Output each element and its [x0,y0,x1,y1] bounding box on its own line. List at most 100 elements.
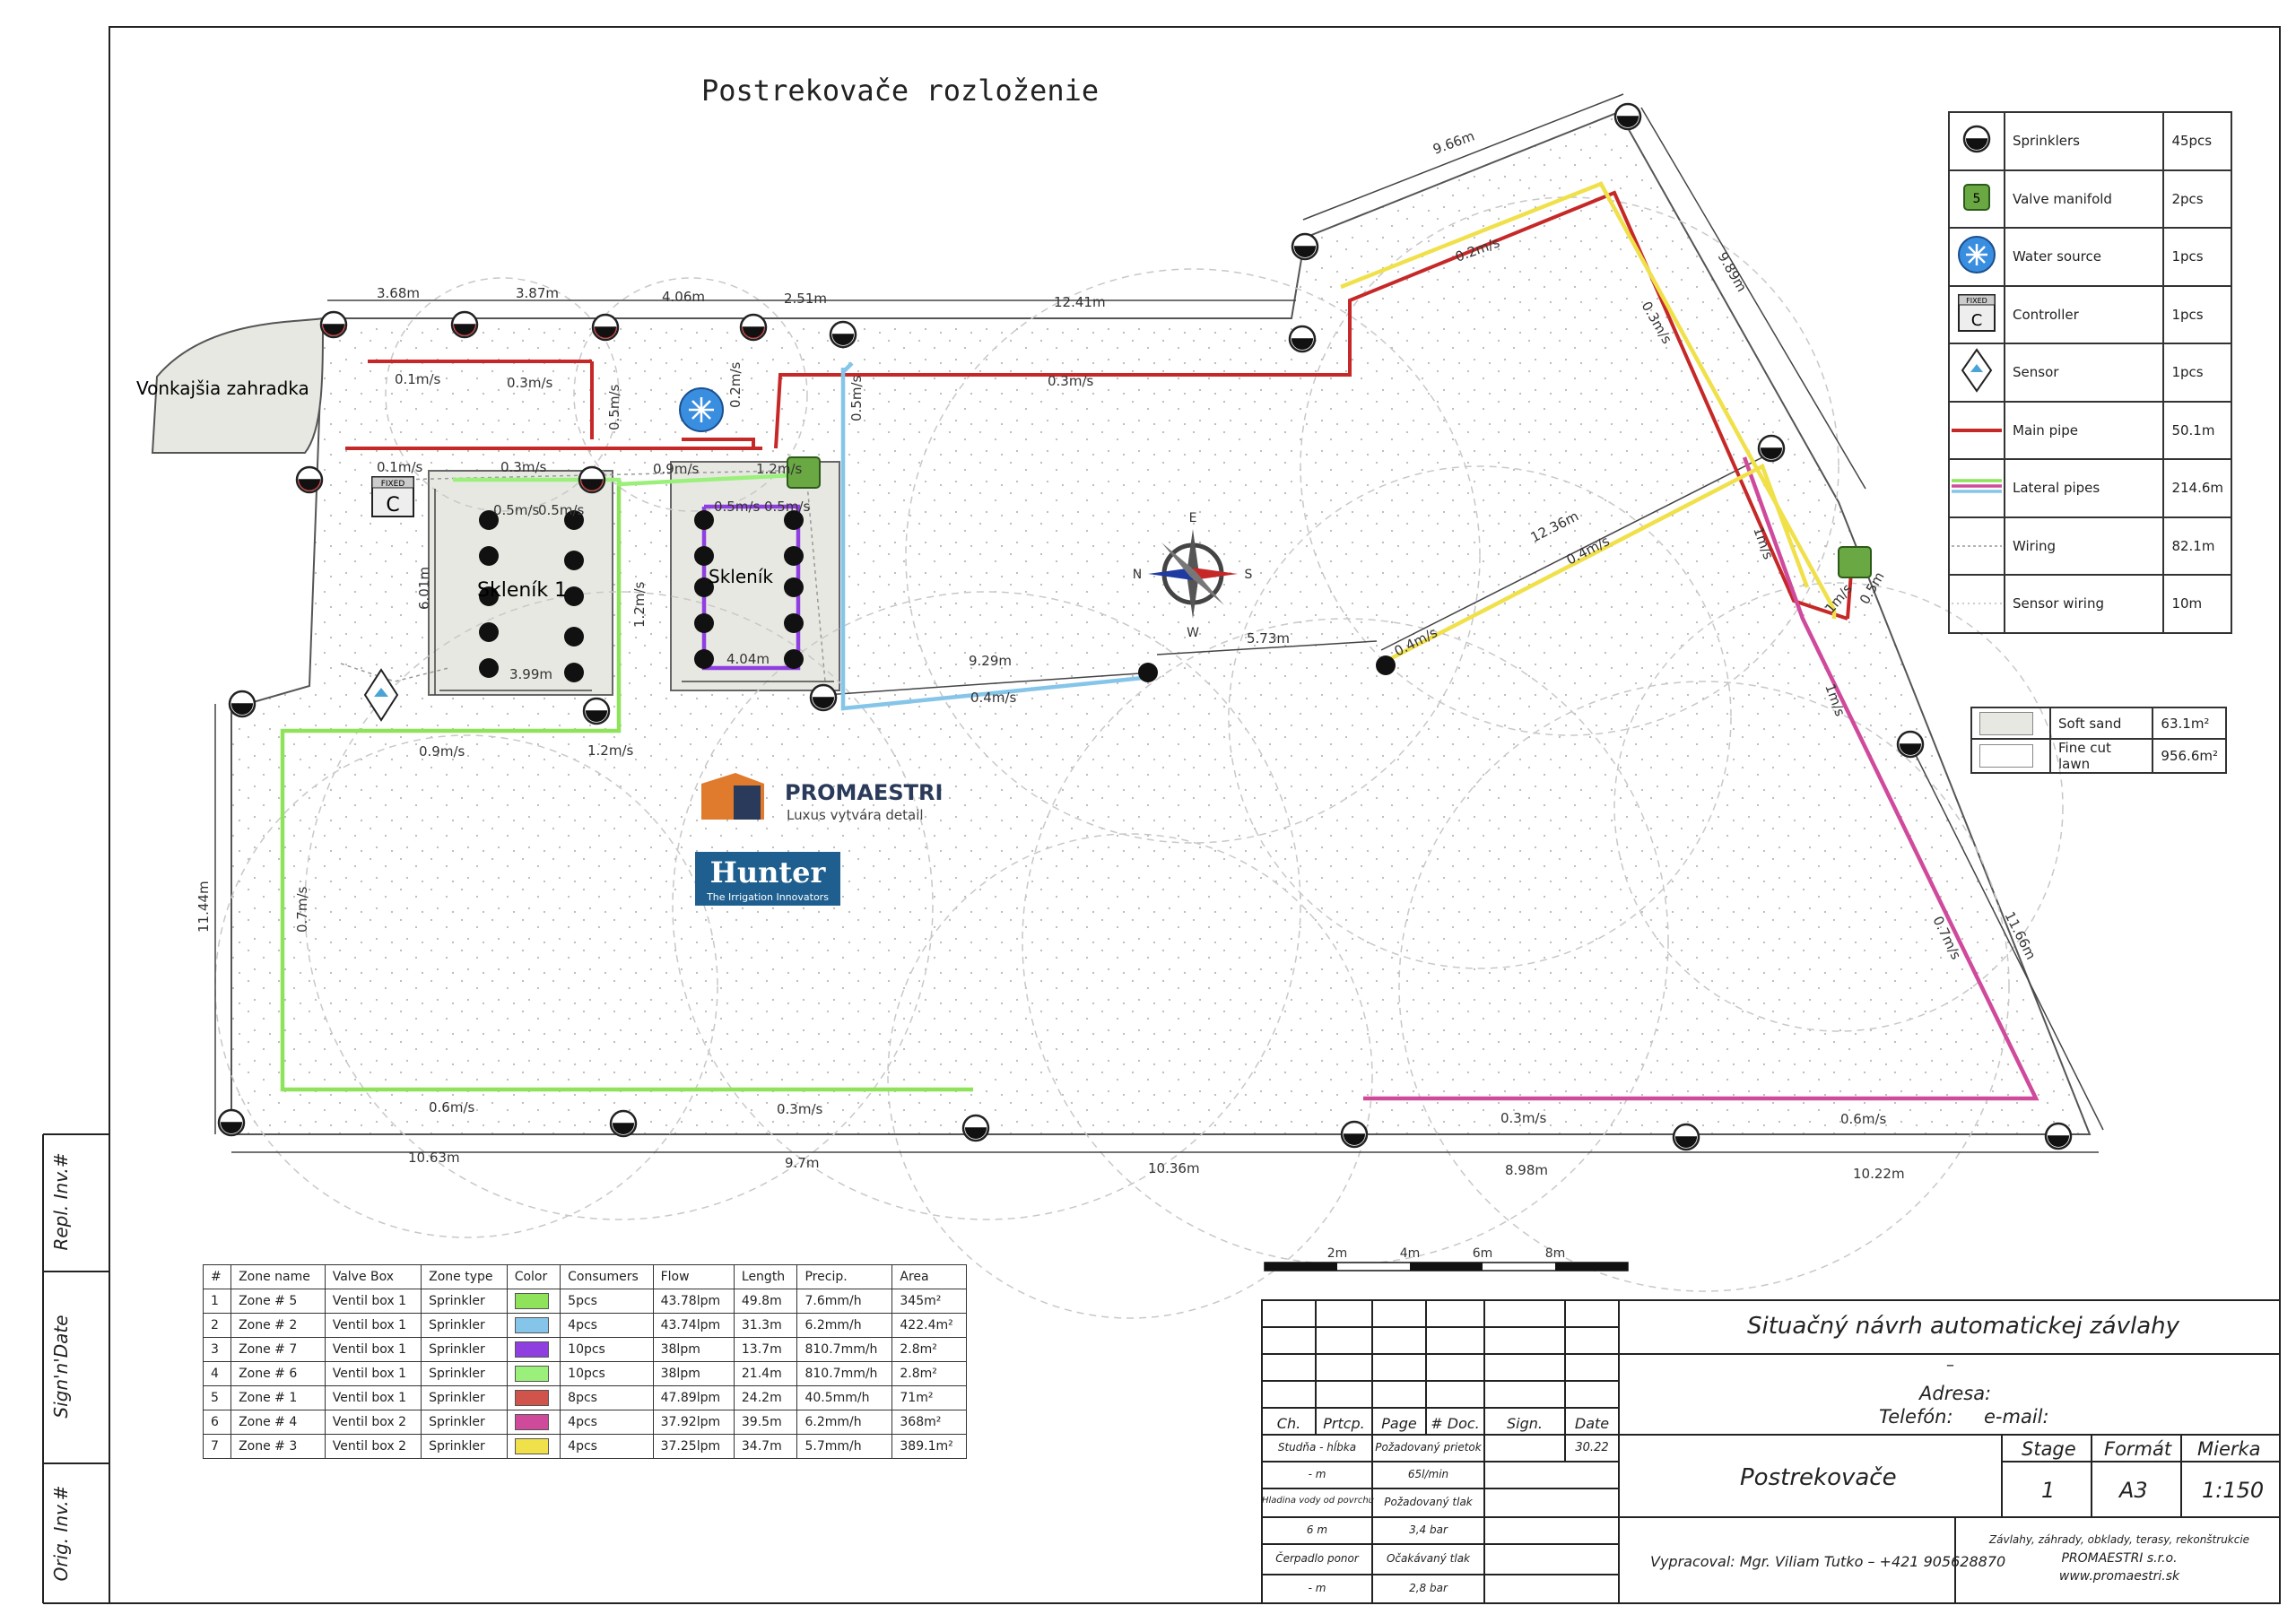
valve-manifold-icon: 5 [1963,183,1990,211]
svg-text:12.41m: 12.41m [1054,294,1106,310]
scale-bar: 2m 4m 6m 8m [1264,1246,1629,1271]
compass-rose: E S N W [1133,511,1253,640]
zones-header: Length [733,1264,798,1289]
zone-cell-consumers: 4pcs [560,1410,654,1435]
svg-text:11.44m: 11.44m [196,881,212,933]
svg-text:6.01m: 6.01m [416,567,432,610]
svg-text:3.87m: 3.87m [516,285,559,301]
title-block-grid [1261,1299,2281,1604]
title-dash: – [1946,1356,1954,1375]
zone-cell-consumers: 4pcs [560,1313,654,1338]
zone-cell-name: Zone # 1 [230,1385,326,1410]
svg-text:4m: 4m [1400,1246,1421,1261]
zone-cell-name: Zone # 2 [230,1313,326,1338]
legend-table: Sprinklers 45pcs 5 Valve manifold 2pcs W… [1948,111,2232,634]
zone-cell-area: 2.8m² [891,1337,967,1362]
svg-text:0.3m/s: 0.3m/s [1500,1110,1547,1126]
info-cell-left: 6 m [1306,1523,1328,1536]
info-cell-mid: Očakávaný tlak [1386,1552,1471,1565]
legend-qty: 82.1m [2162,516,2232,576]
surface-row: Soft sand 63.1m² [1970,707,2227,740]
zones-header: Valve Box [324,1264,422,1289]
svg-text:0.5m/s: 0.5m/s [848,375,865,421]
greenhouse-1 [428,470,613,696]
info-cell-date: 30.22 [1575,1441,1609,1454]
zone-cell-name: Zone # 3 [230,1434,326,1459]
surface-label: Soft sand [2048,707,2154,740]
svg-text:0.5m/s: 0.5m/s [764,499,811,515]
dimension-lines [214,93,2104,1153]
format-value: A3 [2119,1478,2148,1503]
author-line: Vypracoval: Mgr. Viliam Tutko – +421 905… [1650,1553,2006,1570]
sprinkler-icon [1962,126,1991,153]
zone-cell-area: 368m² [891,1410,967,1435]
zone-color-cell [506,1434,561,1459]
zone-cell-area: 345m² [891,1289,967,1314]
zone-color-swatch [514,1317,549,1333]
zone-cell-type: Sprinkler [421,1385,508,1410]
zones-table: # Zone name Valve Box Zone type Color Co… [202,1264,967,1459]
svg-text:5.73m: 5.73m [1247,630,1290,647]
zone-color-cell [506,1337,561,1362]
svg-text:Luxus vytvára detail: Luxus vytvára detail [787,807,924,823]
svg-text:1.2m/s: 1.2m/s [631,581,648,628]
zone-color-cell [506,1289,561,1314]
svg-text:10.36m: 10.36m [1148,1160,1200,1176]
company-line-1: Závlahy, záhrady, obklady, terasy, rekon… [1988,1533,2250,1546]
svg-text:9.89m: 9.89m [1715,249,1751,295]
repl-inv-label: Repl. Inv.# [50,1152,72,1251]
lateral-pipes [280,181,2039,1101]
svg-text:0.5m/s: 0.5m/s [493,502,540,518]
controller-icon: FIXED C [371,476,414,517]
legend-qty: 45pcs [2162,111,2232,171]
zone-color-swatch [514,1293,549,1309]
zone-cell-area: 2.8m² [891,1361,967,1386]
zone-color-cell [506,1385,561,1410]
zones-header: Zone type [421,1264,508,1289]
sensor-icon [1961,348,1993,394]
zone-cell-length: 21.4m [733,1361,798,1386]
zone-cell-name: Zone # 4 [230,1410,326,1435]
zone-cell-flow: 43.78lpm [652,1289,735,1314]
promaestri-logo: PROMAESTRI Luxus vytvára detail [701,773,943,823]
greenhouse-1-label: Skleník 1 [477,579,567,602]
surface-label: Fine cut lawn [2048,738,2154,774]
svg-text:FIXED: FIXED [381,480,405,489]
svg-text:C: C [1971,311,1983,330]
zone-cell-type: Sprinkler [421,1410,508,1435]
company-line-3: www.promaestri.sk [2058,1569,2180,1584]
zone-cell-n: 5 [202,1385,232,1410]
zone-cell-precip: 810.7mm/h [796,1337,893,1362]
col-header-ch: Ch. [1276,1415,1301,1432]
col-header-date: Date [1574,1415,1610,1432]
scale-value: 1:150 [2202,1478,2265,1503]
svg-text:9.7m: 9.7m [785,1155,819,1171]
orig-inv-label: Orig. Inv.# [50,1485,72,1582]
legend-row: Sensor 1pcs [1948,343,2232,403]
svg-text:W: W [1187,626,1199,640]
legend-row: 5 Valve manifold 2pcs [1948,169,2232,229]
zones-header: Color [506,1264,561,1289]
svg-text:0.1m/s: 0.1m/s [395,371,441,387]
legend-label: Controller [2003,284,2165,344]
legend-label: Valve manifold [2003,169,2165,229]
zone-cell-n: 1 [202,1289,232,1314]
scale-label: Mierka [2197,1438,2261,1460]
svg-text:0.5m/s: 0.5m/s [714,499,761,515]
info-cell-left: Hladina vody od povrchu [1262,1496,1374,1506]
zone-cell-flow: 43.74lpm [652,1313,735,1338]
svg-text:0.3m/s: 0.3m/s [777,1101,823,1117]
legend-label: Sensor [2003,343,2165,403]
legend-row: Water source 1pcs [1948,227,2232,287]
svg-text:9.66m: 9.66m [1431,127,1476,157]
zone-cell-length: 39.5m [733,1410,798,1435]
zone-cell-box: Ventil box 1 [324,1337,422,1362]
zones-header: Consumers [560,1264,654,1289]
surface-area: 63.1m² [2152,707,2227,740]
stage-label: Stage [2022,1438,2076,1460]
